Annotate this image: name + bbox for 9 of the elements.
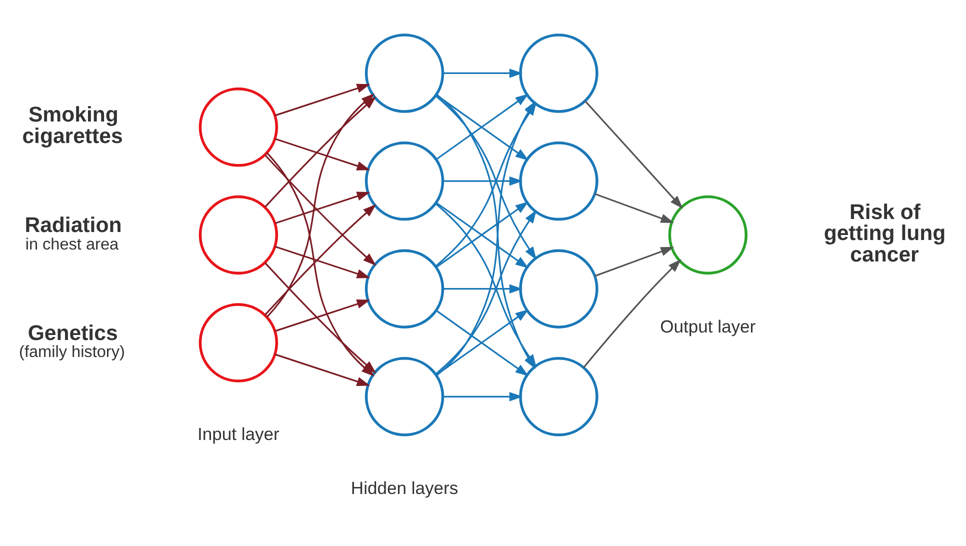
node-label: (family history) — [18, 342, 124, 361]
node-label: Risk of getting lung cancer — [823, 199, 946, 266]
label: Output layer — [660, 316, 756, 336]
node-label: in chest area — [24, 234, 118, 253]
node-label: Genetics — [27, 320, 118, 344]
label: Hidden layers — [350, 478, 458, 498]
node-label: Smoking cigarettes — [22, 102, 122, 148]
node-label: Radiation — [24, 212, 122, 236]
label: Input layer — [196, 424, 279, 444]
